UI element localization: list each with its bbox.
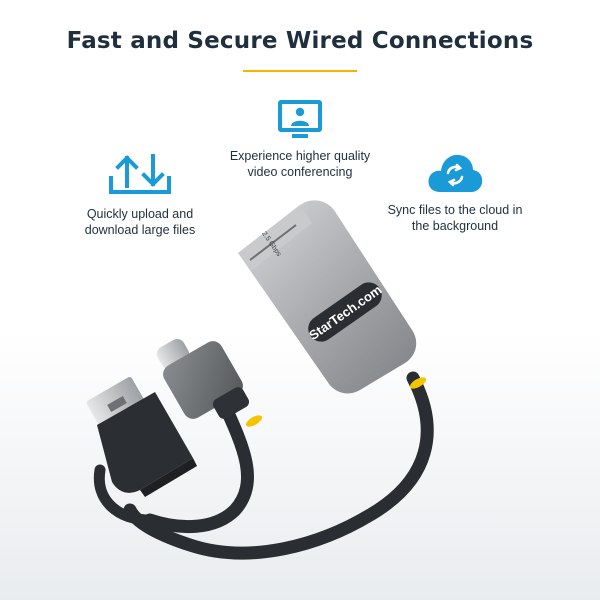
feature-caption-line: video conferencing <box>247 165 353 179</box>
title-underline <box>243 70 357 72</box>
feature-caption-line: the background <box>411 219 499 233</box>
feature-caption-line: download large files <box>84 223 196 237</box>
upload-download-icon <box>109 154 171 194</box>
feature-caption-line: Sync files to the cloud in <box>387 203 523 217</box>
feature-caption-line: Quickly upload and <box>86 207 194 221</box>
network-adapter-body: StarTech.com 2.5 Gbps <box>238 200 417 394</box>
feature-video-conferencing: Experience higher quality video conferen… <box>215 100 385 180</box>
feature-cloud-sync: Sync files to the cloud in the backgroun… <box>380 150 530 234</box>
usb-a-adapter <box>86 377 197 497</box>
usb-c-connector <box>156 339 250 419</box>
feature-caption-line: Experience higher quality <box>229 149 371 163</box>
cable-accent-band <box>245 377 427 427</box>
cloud-sync-icon <box>428 154 483 192</box>
page-title: Fast and Secure Wired Connections <box>66 28 534 54</box>
feature-upload-download: Quickly upload and download large files <box>70 150 210 238</box>
monitor-user-icon <box>278 100 322 138</box>
